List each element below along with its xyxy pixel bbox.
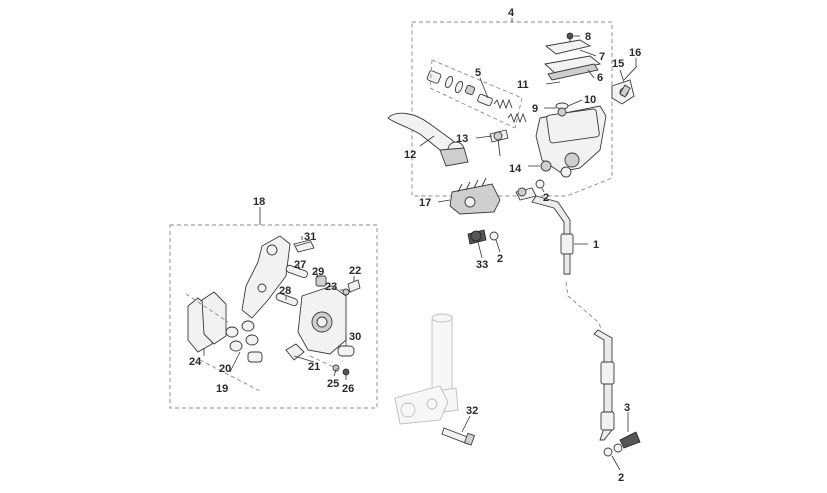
callout-27: 27: [294, 259, 306, 271]
callout-14: 14: [509, 163, 522, 175]
callout-28: 28: [279, 285, 291, 297]
callout-9: 9: [532, 103, 538, 115]
callout-13: 13: [456, 133, 468, 145]
callout-6: 6: [597, 72, 603, 84]
callout-4: 4: [508, 7, 515, 19]
callout-26: 26: [342, 383, 354, 395]
callout-33: 33: [476, 259, 488, 271]
callout-16: 16: [629, 47, 641, 59]
callout-17: 17: [419, 197, 431, 209]
master-cylinder-group-frame: [411, 18, 613, 197]
callout-15: 15: [612, 58, 624, 70]
callout-2-upper: 2: [543, 192, 549, 204]
callout-20: 20: [219, 363, 231, 375]
callout-32: 32: [466, 405, 478, 417]
callout-24: 24: [189, 356, 202, 368]
fork-leg-ghost: [394, 313, 459, 425]
callout-10: 10: [584, 94, 596, 106]
brake-lever: [387, 112, 469, 167]
callout-21: 21: [308, 361, 320, 373]
pivot-nut: [540, 160, 552, 172]
caliper-bolt: [441, 427, 476, 446]
callout-11: 11: [517, 79, 529, 91]
banjo-fittings-upper: [467, 179, 545, 245]
callout-labels: 1 2 2 2 3 4 5 6 7 8 9 10 11 12 13 14 15 …: [189, 7, 641, 484]
brake-hose: [531, 195, 641, 457]
callout-29: 29: [312, 266, 324, 278]
callout-19: 19: [216, 383, 228, 395]
leader-lines: [203, 35, 637, 471]
callout-22: 22: [349, 265, 361, 277]
callout-25: 25: [327, 378, 339, 390]
lever-pivot-bolt: [489, 129, 509, 157]
callout-2-banjo: 2: [497, 253, 503, 265]
callout-12: 12: [404, 149, 416, 161]
callout-3: 3: [624, 402, 630, 414]
master-cylinder-internals: [426, 32, 638, 178]
callout-31: 31: [304, 231, 316, 243]
callout-30: 30: [349, 331, 361, 343]
callout-8: 8: [585, 31, 591, 43]
caliper-group-frame: [169, 207, 378, 409]
callout-23: 23: [325, 281, 337, 293]
callout-18: 18: [253, 196, 265, 208]
callout-1: 1: [593, 239, 599, 251]
caliper-internals: [185, 235, 361, 393]
brake-switch: [449, 177, 501, 215]
callout-5: 5: [475, 67, 481, 79]
callout-7: 7: [599, 51, 605, 63]
callout-2-lower: 2: [618, 472, 624, 484]
